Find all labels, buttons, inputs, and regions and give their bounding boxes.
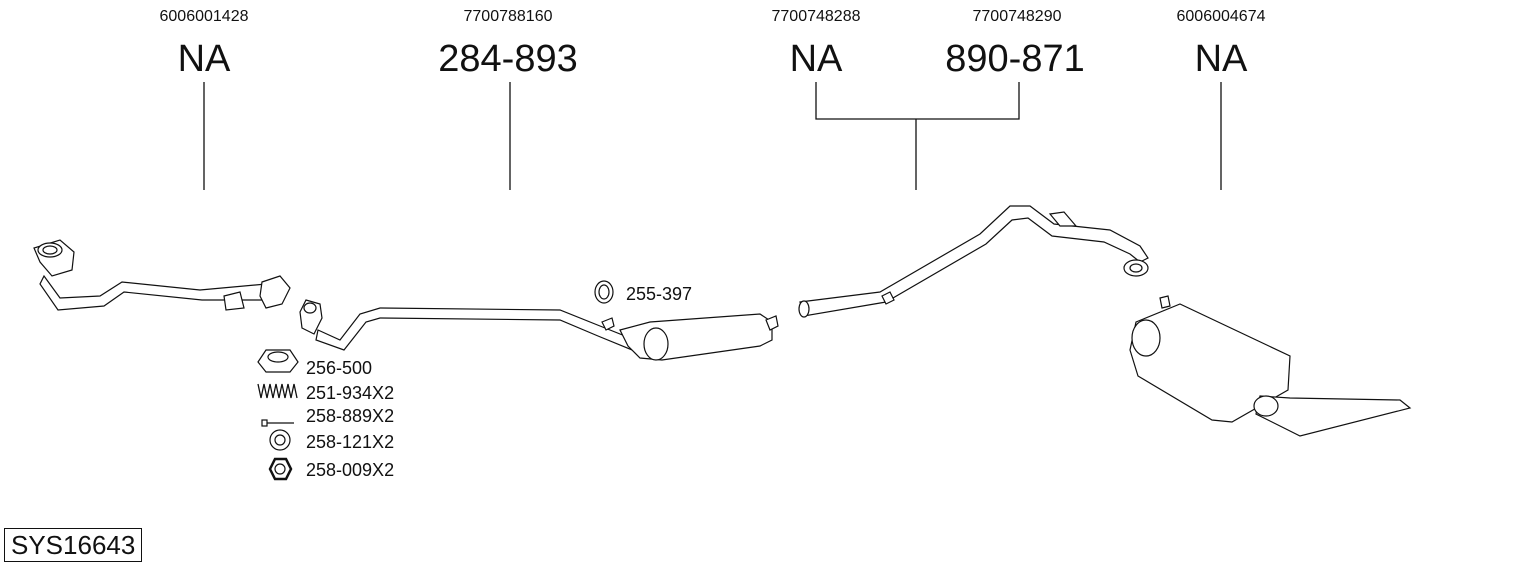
rear-silencer-part[interactable] bbox=[1129, 295, 1412, 437]
bolt-icon bbox=[261, 419, 294, 427]
clamp-ring-icon bbox=[594, 280, 614, 304]
part-oem-number-3: 7700748288 bbox=[771, 8, 861, 25]
accessory-label-bolt[interactable]: 258-889X2 bbox=[306, 406, 395, 426]
part-oem-number-2: 7700788160 bbox=[463, 8, 553, 25]
part-code-4[interactable]: 890-871 bbox=[945, 38, 1085, 80]
accessory-label-gasket[interactable]: 256-500 bbox=[306, 358, 373, 378]
accessory-label-nut[interactable]: 258-009X2 bbox=[306, 460, 395, 480]
part-code-5[interactable]: NA bbox=[1194, 38, 1248, 80]
accessory-label-spring[interactable]: 251-934X2 bbox=[306, 383, 395, 403]
system-code-badge: SYS16643 bbox=[4, 528, 143, 562]
spring-icon bbox=[257, 383, 298, 399]
accessory-label-clamp[interactable]: 255-397 bbox=[626, 284, 693, 304]
accessory-label-washer[interactable]: 258-121X2 bbox=[306, 432, 395, 452]
part-oem-number-1: 6006001428 bbox=[159, 8, 249, 25]
part-code-2[interactable]: 284-893 bbox=[438, 38, 578, 80]
part-code-3[interactable]: NA bbox=[789, 38, 843, 80]
intermediate-pipe-part[interactable] bbox=[299, 299, 779, 361]
washer-icon bbox=[269, 429, 291, 451]
part-oem-number-5: 6006004674 bbox=[1176, 8, 1266, 25]
part-oem-number-4: 7700748290 bbox=[972, 8, 1062, 25]
rear-intermediate-pipe-part[interactable] bbox=[798, 205, 1149, 318]
front-pipe-part[interactable] bbox=[33, 239, 291, 311]
part-code-1[interactable]: NA bbox=[177, 38, 231, 80]
leader-bracket-3-4 bbox=[815, 82, 1020, 120]
nut-icon bbox=[268, 457, 293, 481]
gasket-ring-icon bbox=[257, 349, 299, 373]
